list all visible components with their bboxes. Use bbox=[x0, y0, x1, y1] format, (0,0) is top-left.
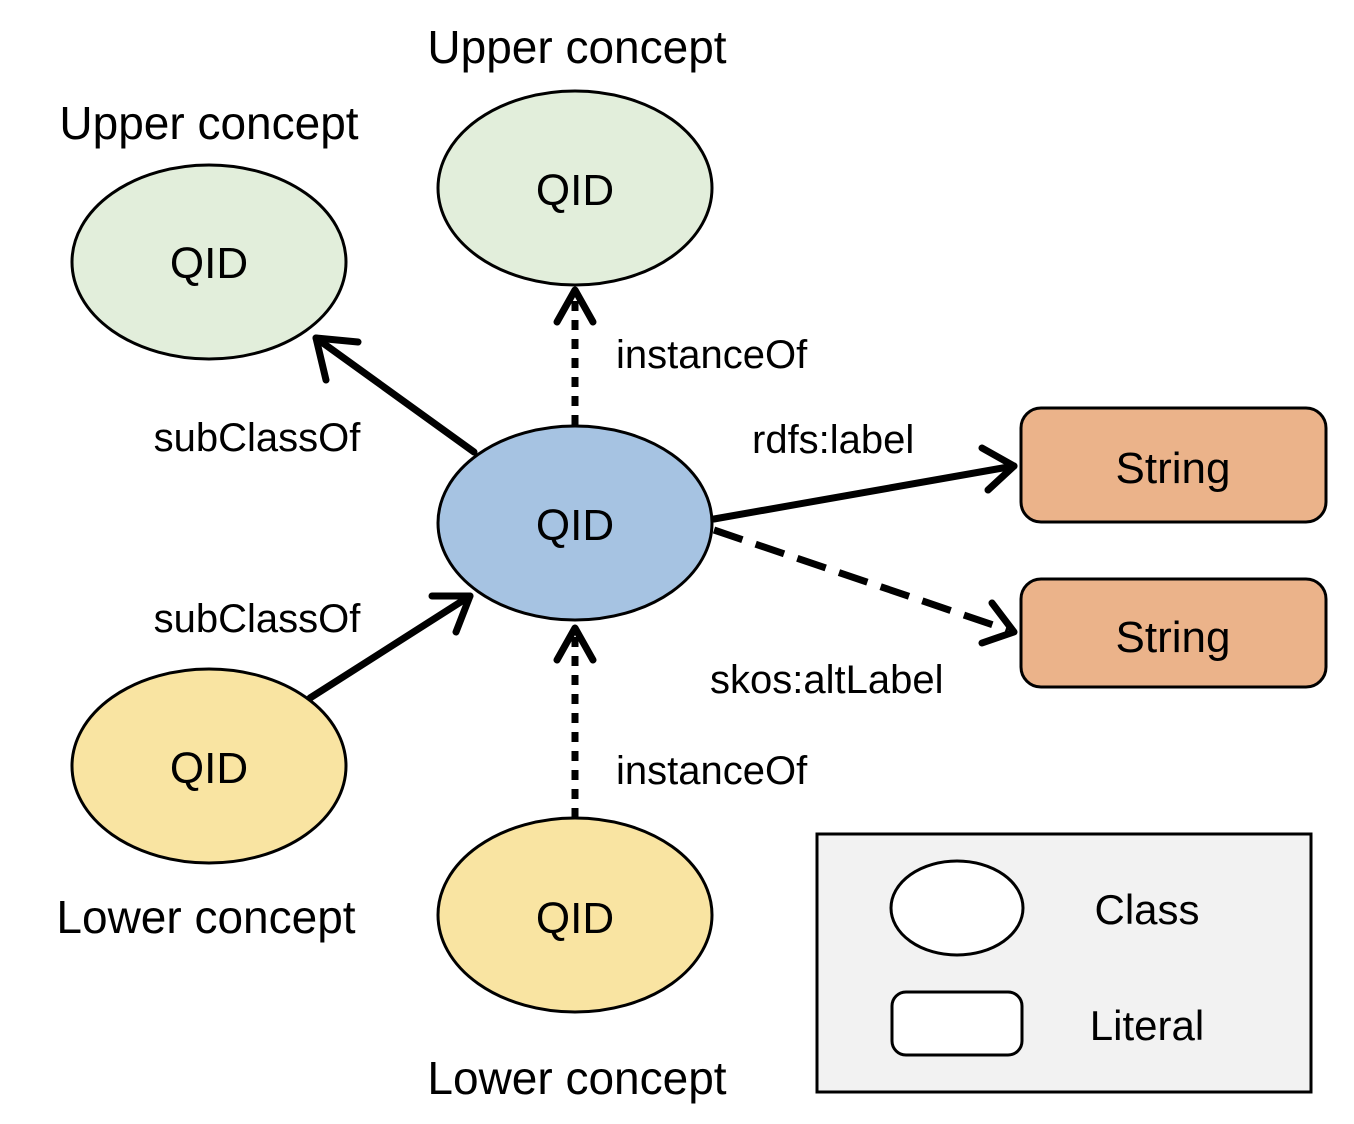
edge-subclassof-upper bbox=[312, 334, 478, 456]
node-label: QID bbox=[536, 501, 614, 550]
edge-label-instanceof-lower: instanceOf bbox=[616, 749, 808, 793]
legend: Class Literal bbox=[815, 832, 1313, 1094]
edges bbox=[306, 286, 1018, 818]
legend-literal-label: Literal bbox=[1090, 1002, 1204, 1049]
node-literal-skos-altlabel: String bbox=[1019, 577, 1328, 689]
node-center: QID bbox=[436, 424, 714, 622]
legend-literal-symbol bbox=[890, 990, 1024, 1057]
node-lower-concept-left: QID bbox=[70, 667, 348, 865]
node-label: String bbox=[1116, 444, 1231, 493]
node-lower-concept-bottom: QID bbox=[436, 816, 714, 1014]
edge-label-skos-altlabel: skos:altLabel bbox=[710, 658, 943, 702]
edge-label-instanceof-upper: instanceOf bbox=[616, 333, 808, 377]
node-label: QID bbox=[536, 894, 614, 943]
edge-label-subclassof-upper: subClassOf bbox=[154, 416, 362, 460]
edge-skos-altlabel bbox=[712, 526, 1018, 647]
edge-instanceof-upper bbox=[553, 286, 597, 425]
caption-lower-concept-left: Lower concept bbox=[56, 891, 355, 943]
node-upper-concept-top: QID bbox=[436, 89, 714, 287]
legend-class-label: Class bbox=[1094, 886, 1199, 933]
node-upper-concept-left: QID bbox=[70, 163, 348, 361]
edge-instanceof-lower bbox=[553, 624, 597, 818]
caption-lower-concept-bottom: Lower concept bbox=[427, 1052, 726, 1104]
edge-label-subclassof-lower: subClassOf bbox=[154, 597, 362, 641]
caption-upper-concept-top: Upper concept bbox=[427, 21, 726, 73]
caption-upper-concept-left: Upper concept bbox=[59, 97, 358, 149]
edge-label-rdfs-label: rdfs:label bbox=[752, 418, 914, 462]
node-literal-rdfs-label: String bbox=[1019, 406, 1328, 524]
node-label: QID bbox=[536, 166, 614, 215]
node-label: String bbox=[1116, 613, 1231, 662]
legend-class-symbol bbox=[889, 859, 1025, 957]
edge-subclassof-lower bbox=[306, 592, 474, 702]
edge-rdfs-label bbox=[710, 444, 1018, 523]
node-label: QID bbox=[170, 239, 248, 288]
node-label: QID bbox=[170, 744, 248, 793]
